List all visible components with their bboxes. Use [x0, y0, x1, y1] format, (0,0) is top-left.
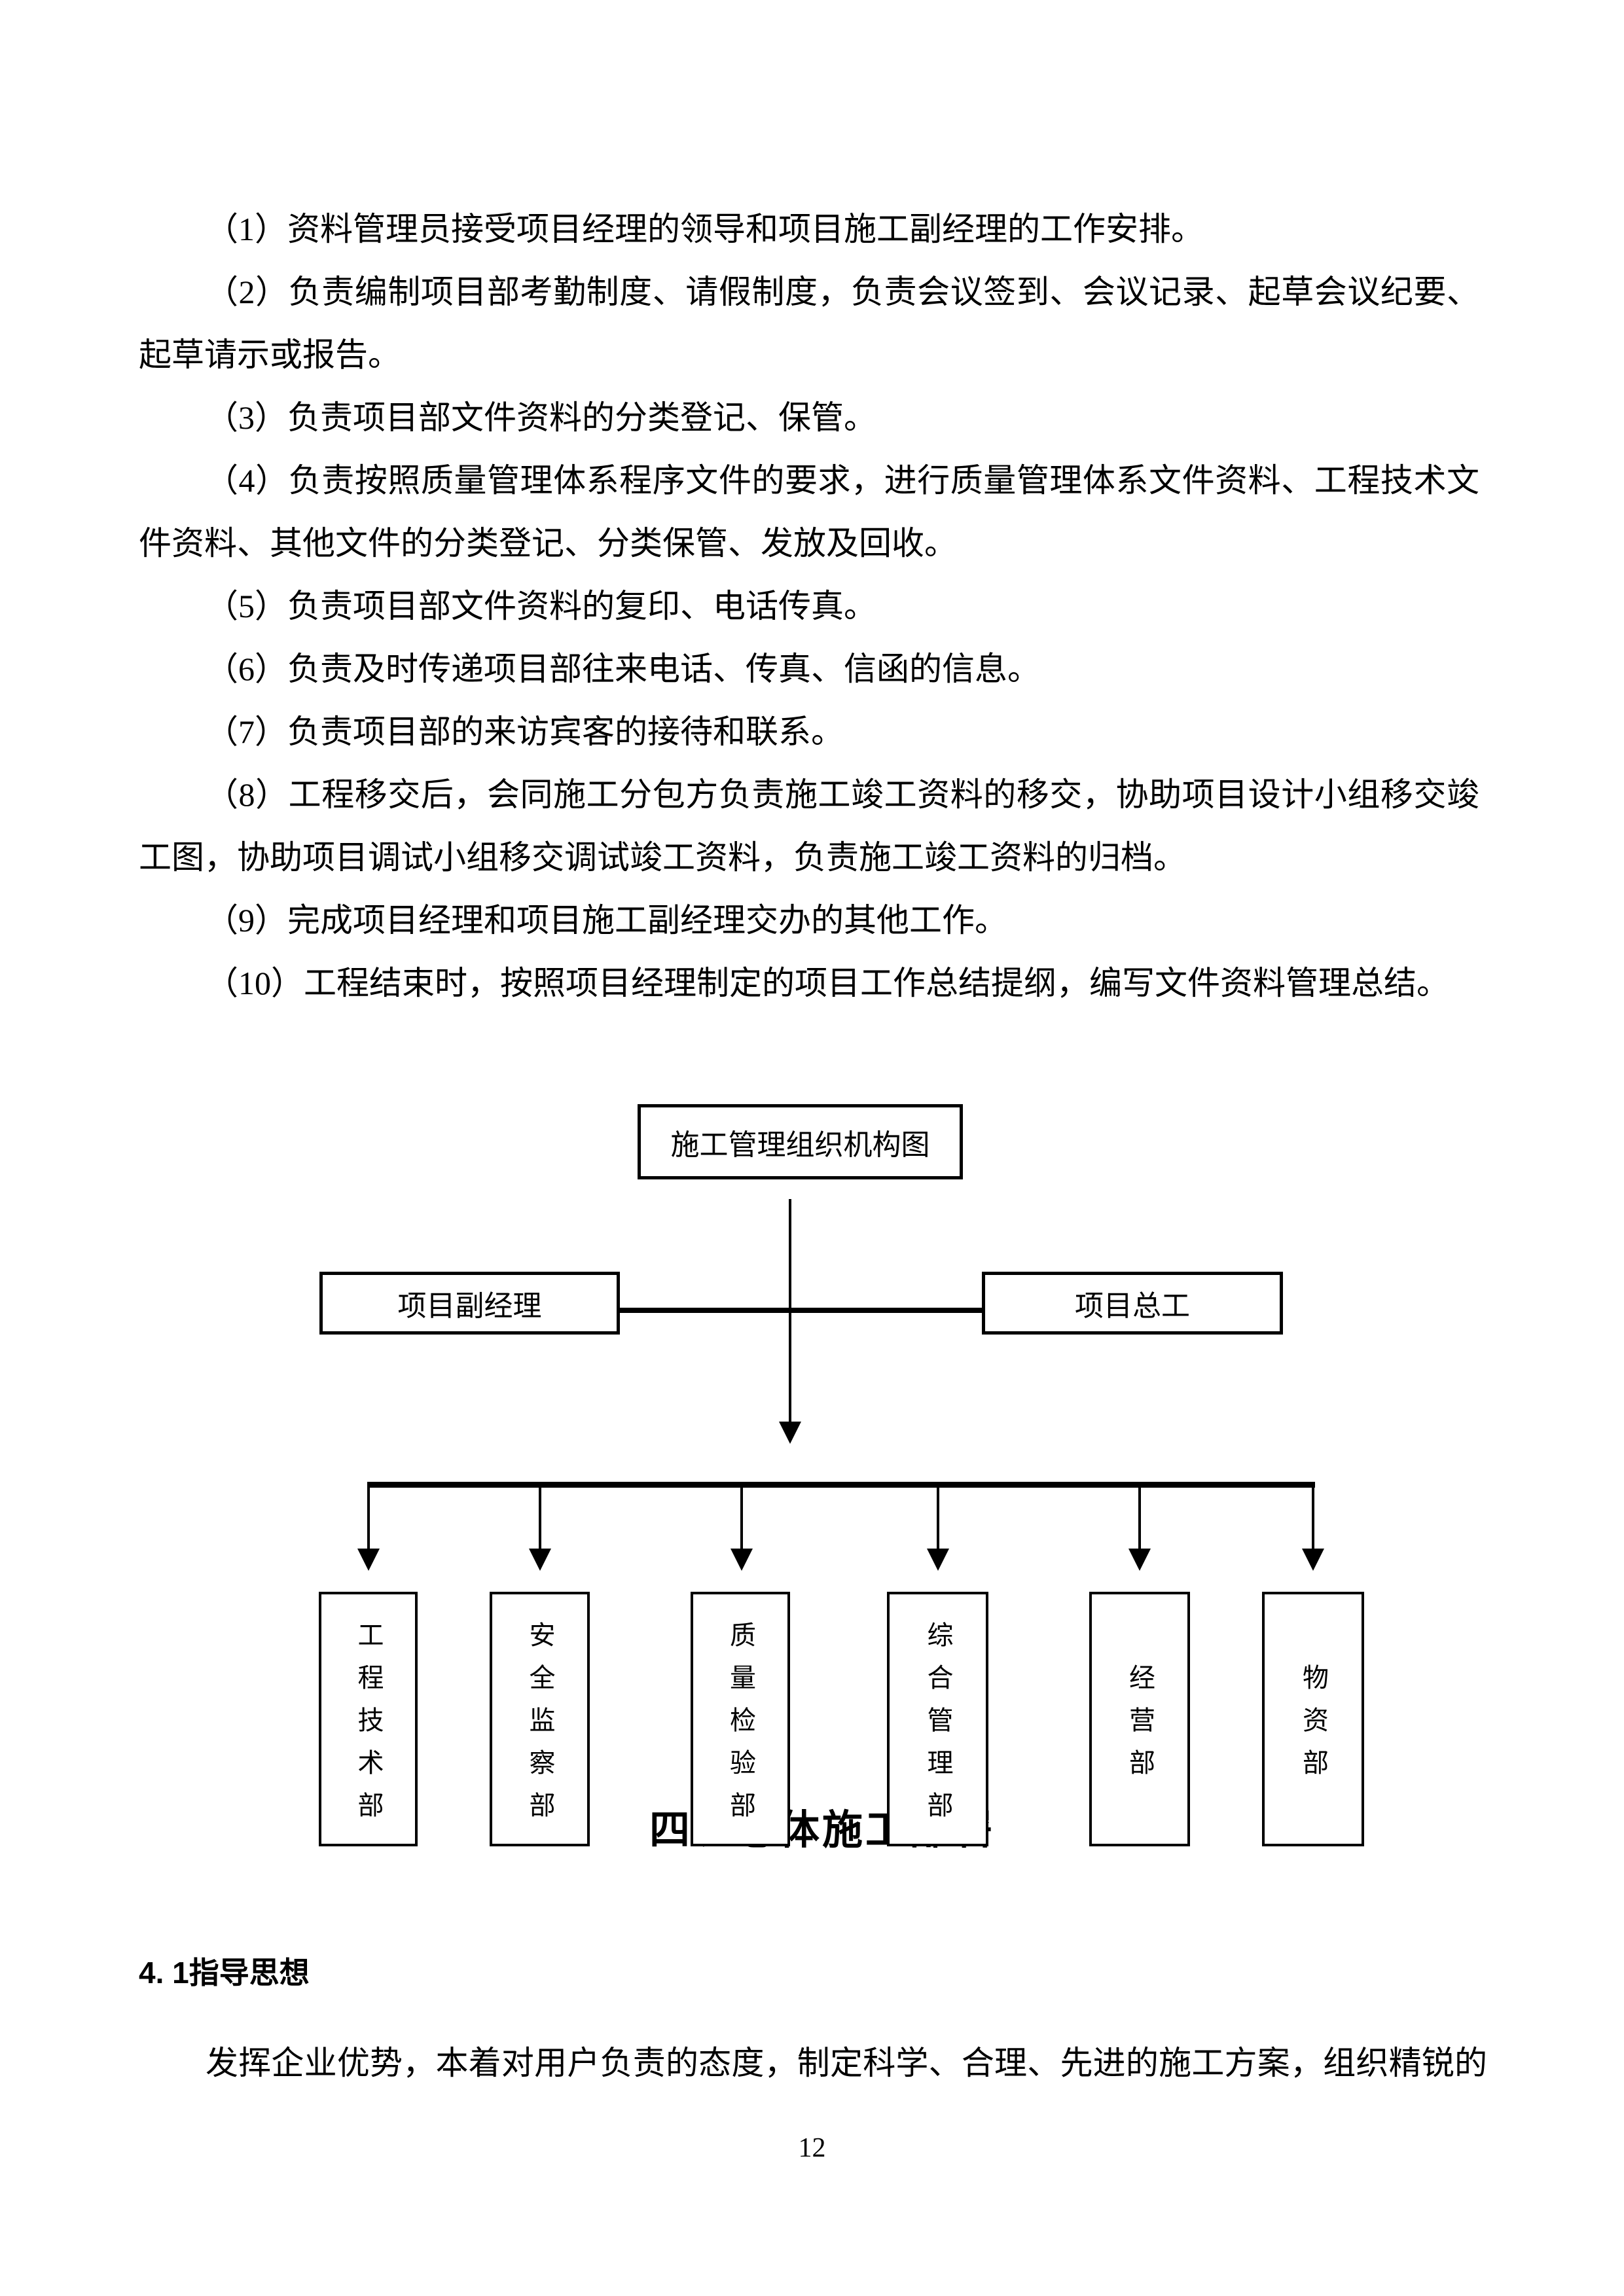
- list-item: （1）资料管理员接受项目经理的领导和项目施工副经理的工作安排。: [206, 211, 1204, 247]
- lead-paragraph: 发挥企业优势，本着对用户负责的态度，制定科学、合理、先进的施工方案，组织精锐的: [206, 2045, 1487, 2081]
- list-item-continuation: 件资料、其他文件的分类登记、分类保管、发放及回收。: [139, 525, 957, 562]
- down-arrow-icon: [1302, 1549, 1324, 1571]
- dept-box-operations: 经营部: [1089, 1592, 1190, 1846]
- drop-line: [937, 1488, 939, 1549]
- org-box-chief-engineer-label: 项目总工: [1075, 1290, 1190, 1322]
- list-item: （8）工程移交后，会同施工分包方负责施工竣工资料的移交，协助项目设计小组移交竣: [206, 776, 1479, 813]
- list-item: （6）负责及时传递项目部往来电话、传真、信函的信息。: [206, 651, 1040, 687]
- connector-horizontal-line: [620, 1308, 992, 1313]
- dept-label: 安全监察部: [525, 1621, 555, 1834]
- drop-line: [1138, 1488, 1141, 1549]
- dept-label: 综合管理部: [923, 1621, 953, 1834]
- list-item: （3）负责项目部文件资料的分类登记、保管。: [206, 399, 876, 436]
- list-item: （4）负责按照质量管理体系程序文件的要求，进行质量管理体系文件资料、工程技术文: [206, 462, 1479, 499]
- org-box-deputy-manager-label: 项目副经理: [397, 1290, 542, 1322]
- down-arrow-icon: [779, 1422, 801, 1444]
- org-chart-title-box: 施工管理组织机构图: [638, 1104, 963, 1179]
- dept-box-safety-supervision: 安全监察部: [490, 1592, 590, 1846]
- down-arrow-icon: [1128, 1549, 1151, 1571]
- list-item-continuation: 起草请示或报告。: [139, 336, 401, 373]
- list-item: （5）负责项目部文件资料的复印、电话传真。: [206, 588, 876, 624]
- list-item: （7）负责项目部的来访宾客的接待和联系。: [206, 713, 844, 750]
- down-arrow-icon: [927, 1549, 949, 1571]
- drop-line: [740, 1488, 743, 1549]
- drop-line: [539, 1488, 541, 1549]
- drop-line: [367, 1488, 370, 1549]
- duty-list: （1）资料管理员接受项目经理的领导和项目施工副经理的工作安排。 （2）负责编制项…: [139, 198, 1479, 1014]
- down-arrow-icon: [357, 1549, 380, 1571]
- dept-label: 工程技术部: [353, 1621, 384, 1834]
- dept-label: 经营部: [1125, 1664, 1155, 1791]
- drop-line: [1312, 1488, 1314, 1549]
- org-chart-title-label: 施工管理组织机构图: [670, 1128, 930, 1161]
- down-arrow-icon: [529, 1549, 551, 1571]
- org-box-deputy-manager: 项目副经理: [319, 1272, 620, 1335]
- down-arrow-icon: [731, 1549, 753, 1571]
- list-item: （10）工程结束时，按照项目经理制定的项目工作总结提纲，编写文件资料管理总结。: [206, 965, 1449, 1001]
- dept-box-quality-inspection: 质量检验部: [691, 1592, 790, 1846]
- list-item: （9）完成项目经理和项目施工副经理交办的其他工作。: [206, 902, 1007, 939]
- dept-label: 质量检验部: [726, 1621, 755, 1834]
- dept-box-general-management: 综合管理部: [887, 1592, 988, 1846]
- list-item: （2）负责编制项目部考勤制度、请假制度，负责会议签到、会议记录、起草会议纪要、: [206, 274, 1479, 310]
- page-number: 12: [798, 2133, 826, 2163]
- dept-box-materials: 物资部: [1262, 1592, 1364, 1846]
- dept-label: 物资部: [1299, 1664, 1328, 1791]
- distribution-bar: [367, 1482, 1315, 1488]
- sub-heading: 4. 1指导思想: [139, 1956, 310, 1990]
- org-box-chief-engineer: 项目总工: [982, 1272, 1283, 1335]
- list-item-continuation: 工图，协助项目调试小组移交调试竣工资料，负责施工竣工资料的归档。: [139, 839, 1186, 876]
- dept-box-engineering-technology: 工程技术部: [319, 1592, 418, 1846]
